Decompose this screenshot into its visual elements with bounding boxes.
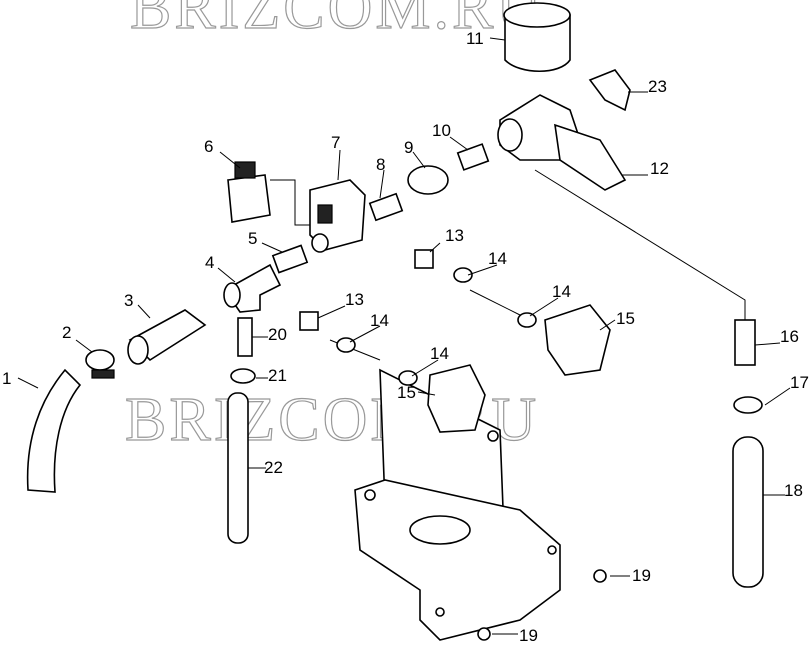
callout-7: 7	[331, 133, 340, 152]
screw-19a	[593, 569, 607, 583]
washer-14b	[517, 312, 537, 328]
washer-14a	[453, 267, 473, 283]
callout-labels: 1 2 3 4 5 6 7 8 9 10 11 12 13 13 14 14 1…	[2, 29, 809, 645]
callout-13a: 13	[445, 226, 464, 245]
washer-14d	[398, 370, 418, 386]
callout-9: 9	[404, 138, 413, 157]
nipple-5	[271, 244, 309, 274]
callout-11: 11	[466, 29, 484, 48]
regulator-12	[554, 123, 627, 191]
bolt-13a	[414, 249, 434, 269]
callout-8: 8	[376, 155, 385, 174]
clamp-21	[230, 368, 256, 384]
callout-14c: 14	[370, 311, 389, 330]
screw-19b	[477, 627, 491, 641]
washer-14c	[336, 337, 356, 353]
nut-9	[407, 165, 449, 195]
fitting-20	[237, 317, 253, 357]
pipe-clamp-15b	[427, 364, 486, 433]
fitting-8	[368, 192, 404, 222]
callout-3: 3	[124, 291, 133, 310]
hose-1	[26, 368, 82, 493]
callout-12: 12	[650, 159, 669, 178]
callout-14a: 14	[488, 249, 507, 268]
callout-10: 10	[432, 121, 451, 140]
callout-4: 4	[205, 253, 214, 272]
callout-2: 2	[62, 323, 71, 342]
callout-15b: 15	[397, 383, 416, 402]
callout-15a: 15	[616, 309, 635, 328]
elbow-23	[588, 69, 631, 112]
coil-6	[227, 174, 271, 223]
pipe-clamp-15a	[544, 304, 611, 376]
callout-19b: 19	[519, 626, 538, 645]
clamp-2	[85, 349, 115, 371]
callout-17: 17	[790, 373, 809, 392]
hose-18	[732, 436, 764, 588]
callout-6: 6	[204, 137, 213, 156]
callout-1: 1	[2, 369, 11, 388]
callout-5: 5	[248, 229, 257, 248]
callout-21: 21	[268, 366, 287, 385]
callout-14b: 14	[552, 282, 571, 301]
leader-lines	[17, 37, 791, 635]
callout-20: 20	[268, 325, 287, 344]
callout-19a: 19	[632, 566, 651, 585]
callout-22: 22	[264, 458, 283, 477]
cap-11	[504, 14, 571, 72]
callout-23: 23	[648, 77, 667, 96]
fitting-10	[456, 143, 490, 171]
bolt-13b	[299, 311, 319, 331]
callout-16: 16	[780, 327, 799, 346]
watermark-top: BRIZCOM.RU	[130, 0, 544, 42]
callout-13b: 13	[345, 290, 364, 309]
clamp-17	[733, 396, 763, 414]
callout-18: 18	[784, 481, 803, 500]
fitting-16	[734, 319, 756, 366]
valve-7	[309, 179, 366, 251]
hose-22	[227, 392, 249, 544]
callout-14d: 14	[430, 344, 449, 363]
